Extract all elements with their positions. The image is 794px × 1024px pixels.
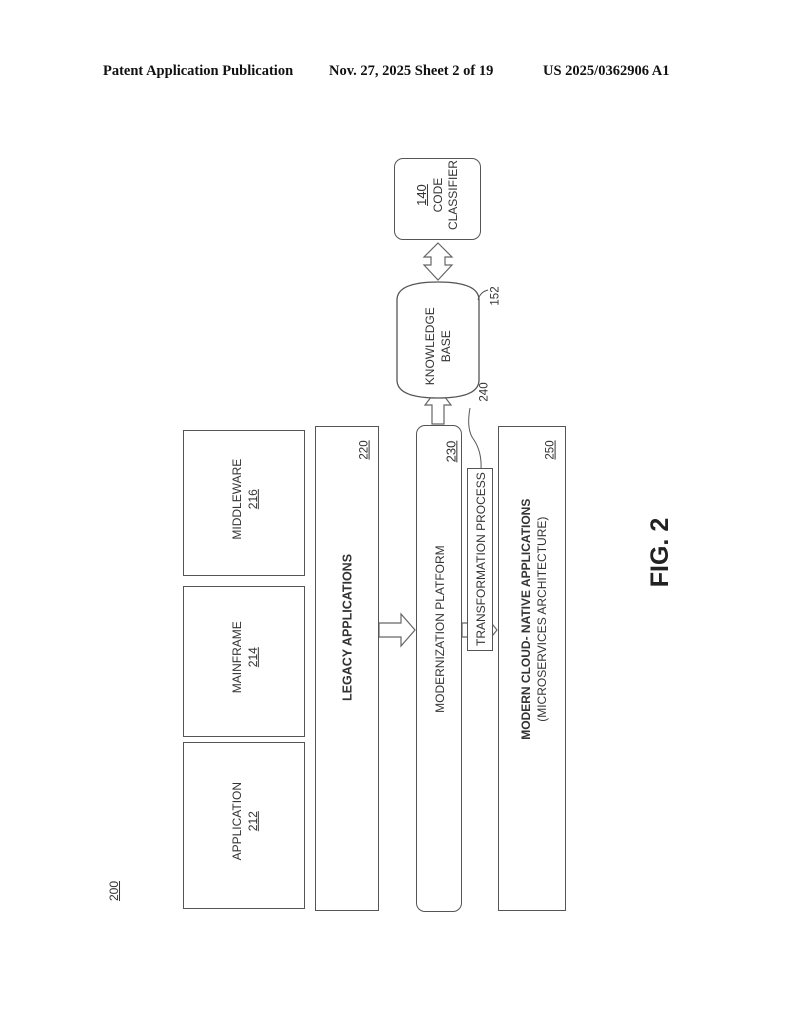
double-arrow-kb-classifier <box>422 242 454 281</box>
arrow-legacy-to-platform <box>378 612 416 648</box>
code-classifier-box: 140 CODE CLASSIFIER <box>394 158 481 240</box>
cloud-native-line1: MODERN CLOUD- NATIVE APPLICATIONS <box>518 498 533 740</box>
modernization-ref: 230 <box>443 440 459 463</box>
mainframe-ref: 214 <box>246 647 260 668</box>
publication-title: Patent Application Publication <box>103 63 294 79</box>
code-classifier-ref: 140 <box>413 184 429 206</box>
application-box: APPLICATION 212 <box>183 742 305 909</box>
application-ref: 212 <box>246 811 260 832</box>
knowledge-base-cylinder <box>396 281 480 399</box>
cloud-native-ref: 250 <box>544 440 557 460</box>
application-label: APPLICATION <box>229 781 244 861</box>
knowledge-base-line2: BASE <box>439 330 453 363</box>
date-sheet: Nov. 27, 2025 Sheet 2 of 19 <box>329 63 494 79</box>
legacy-applications-box: LEGACY APPLICATIONS <box>315 426 379 911</box>
leader-152 <box>477 289 489 301</box>
knowledge-base-line1: KNOWLEDGE <box>422 307 437 386</box>
modernization-platform-box: MODERNIZATION PLATFORM <box>416 425 462 912</box>
transformation-label: TRANSFORMATION PROCESS <box>473 472 488 646</box>
knowledge-base-ref: 152 <box>489 286 502 306</box>
figure-ref: 200 <box>107 880 122 902</box>
code-classifier-line1: CODE <box>430 177 445 213</box>
cloud-native-line2: (MICROSERVICES ARCHITECTURE) <box>535 516 549 722</box>
middleware-label: MIDDLEWARE <box>229 458 244 540</box>
mainframe-label: MAINFRAME <box>229 621 244 694</box>
mainframe-box: MAINFRAME 214 <box>183 586 305 737</box>
leader-240 <box>468 407 482 471</box>
code-classifier-line2: CLASSIFIER <box>446 160 461 231</box>
legacy-ref: 220 <box>358 440 371 460</box>
knowledge-base-text: KNOWLEDGE BASE <box>422 296 454 396</box>
transformation-process-box: TRANSFORMATION PROCESS <box>467 468 493 651</box>
transformation-ref: 240 <box>478 382 491 402</box>
middleware-box: MIDDLEWARE 216 <box>183 430 305 576</box>
cloud-native-box: MODERN CLOUD- NATIVE APPLICATIONS (MICRO… <box>498 426 566 911</box>
modernization-label: MODERNIZATION PLATFORM <box>432 545 447 713</box>
patent-number: US 2025/0362906 A1 <box>543 63 670 79</box>
figure-label: FIG. 2 <box>646 517 675 588</box>
legacy-label: LEGACY APPLICATIONS <box>340 553 355 701</box>
middleware-ref: 216 <box>246 489 260 510</box>
